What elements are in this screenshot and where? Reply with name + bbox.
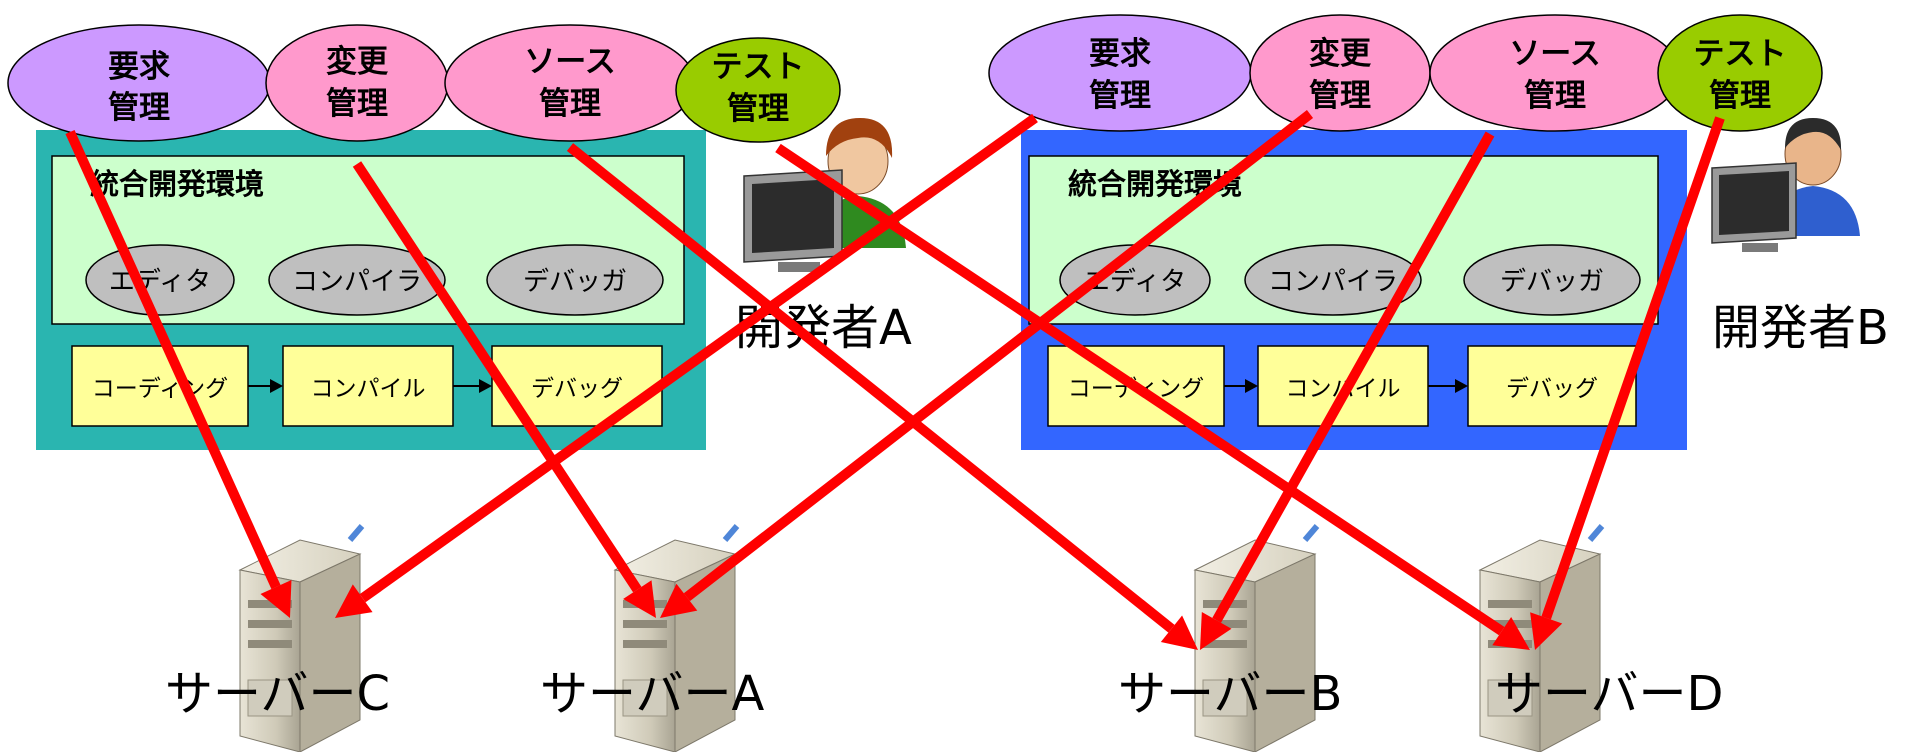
dev-b-flow-arrowhead-1 [1245, 379, 1258, 393]
dev-b-tool-test-line1: テスト [1694, 36, 1787, 72]
dev-a-tool-test-line1: テスト [712, 49, 805, 85]
server-d-label: サーバーD [1495, 666, 1723, 722]
dev-b-tool-requirements-line2: 管理 [1089, 78, 1151, 114]
dev-a-tool-source-line2: 管理 [539, 86, 601, 122]
dev-a-tool-source [444, 24, 696, 142]
developer-b-name: 開発者B [1712, 300, 1889, 356]
arrow-b-requirements-to-server-c [335, 113, 1038, 618]
dev-b-group: 統合開発環境 エディタ コンパイラ デバッガ コーディング コンパイル デバッグ [1021, 130, 1687, 450]
server-b-label: サーバーB [1118, 666, 1342, 722]
dev-b-component-debugger-label: デバッガ [1500, 267, 1604, 297]
arrow-b-source-to-server-b-shaft [1212, 131, 1495, 623]
connection-arrows [65, 110, 1725, 650]
dev-a-ide-title: 統合開発環境 [90, 167, 264, 201]
server-b: サーバーB [1118, 524, 1342, 753]
arrow-a-source-to-server-b-head [1160, 615, 1198, 650]
dev-b-tools: 要求 管理 変更 管理 ソース 管理 テスト 管理 [988, 14, 1823, 132]
dev-b-tool-test-line2: 管理 [1709, 78, 1771, 114]
dev-b-tool-source-line1: ソース [1509, 36, 1600, 72]
dev-a-tool-test [675, 37, 841, 143]
arrow-a-change-to-server-a-shaft [352, 161, 642, 593]
dev-a-component-compiler-label: コンパイラ [292, 267, 422, 297]
developer-a-icon [743, 118, 906, 272]
arrow-a-test-to-server-d-shaft [775, 143, 1505, 636]
arrow-a-source-to-server-b [566, 143, 1198, 650]
server-a-label: サーバーA [540, 666, 765, 722]
dev-b-component-compiler [1244, 244, 1422, 316]
dev-b-tool-requirements-line1: 要求 [1089, 36, 1151, 72]
dev-b-flow-arrowhead-2 [1455, 379, 1468, 393]
server-c: サーバーC [165, 524, 390, 753]
arrow-a-requirements-to-server-c-shaft [65, 129, 281, 590]
dev-a-flow-arrowhead-1 [270, 379, 283, 393]
arrow-b-change-to-server-a [660, 110, 1314, 618]
arrow-a-change-to-server-a-head [623, 580, 656, 618]
dev-a-step-coding [71, 345, 249, 427]
dev-b-step-debug-label: デバッグ [1506, 376, 1598, 402]
dev-a-step-debug-label: デバッグ [531, 376, 623, 402]
arrow-a-change-to-server-a [352, 161, 656, 618]
dev-a-tool-change-line2: 管理 [326, 86, 388, 122]
dev-a-component-compiler [268, 244, 446, 316]
dev-a-component-debugger-label: デバッガ [523, 267, 627, 297]
dev-b-tool-source-line2: 管理 [1524, 78, 1586, 114]
dev-a-tools: 要求 管理 変更 管理 ソース 管理 テスト 管理 [7, 24, 841, 143]
server-c-label: サーバーC [165, 666, 390, 722]
dev-a-tool-requirements-line2: 管理 [108, 90, 170, 126]
dev-a-tool-change [265, 24, 449, 142]
server-a: サーバーA [540, 524, 765, 753]
dev-b-step-debug [1467, 345, 1637, 427]
arrow-b-change-to-server-a-shaft [683, 110, 1314, 602]
arrow-a-test-to-server-d-head [1492, 616, 1530, 650]
server-a-icon [613, 524, 740, 753]
dev-b-tool-test [1657, 14, 1823, 132]
arrow-b-source-to-server-b [1200, 131, 1495, 650]
developer-b-icon [1711, 118, 1860, 252]
dev-a-tool-source-line1: ソース [524, 44, 615, 80]
arrow-a-source-to-server-b-shaft [566, 143, 1175, 633]
dev-a-component-editor-label: エディタ [109, 267, 211, 297]
dev-a-tool-change-line1: 変更 [326, 44, 389, 80]
dev-a-component-debugger [486, 244, 664, 316]
arrow-b-source-to-server-b-head [1200, 612, 1232, 650]
dev-a-flow-arrowhead-2 [479, 379, 492, 393]
arrow-b-change-to-server-a-head [660, 583, 698, 618]
dev-b-tool-change-line2: 管理 [1309, 78, 1371, 114]
dev-a-step-compile-label: コンパイル [311, 376, 426, 402]
arrow-b-requirements-to-server-c-head [335, 584, 373, 618]
dev-a-tool-test-line2: 管理 [727, 91, 789, 127]
dev-b-component-debugger [1463, 244, 1641, 316]
dev-a-step-coding-label: コーディング [92, 376, 228, 402]
arrow-b-test-to-server-d-shaft [1541, 116, 1725, 620]
arrow-a-requirements-to-server-c-head [260, 580, 292, 618]
arrow-b-test-to-server-d [1530, 116, 1725, 650]
arrow-b-test-to-server-d-head [1530, 612, 1563, 650]
arrow-b-requirements-to-server-c-shaft [359, 113, 1038, 603]
arrow-a-test-to-server-d [775, 143, 1530, 650]
dev-a-tool-requirements-line1: 要求 [108, 49, 170, 85]
dev-b-component-compiler-label: コンパイラ [1268, 267, 1398, 297]
dev-a-component-editor [85, 244, 235, 316]
dev-b-tool-change-line1: 変更 [1309, 36, 1372, 72]
arrow-a-requirements-to-server-c [65, 129, 292, 618]
